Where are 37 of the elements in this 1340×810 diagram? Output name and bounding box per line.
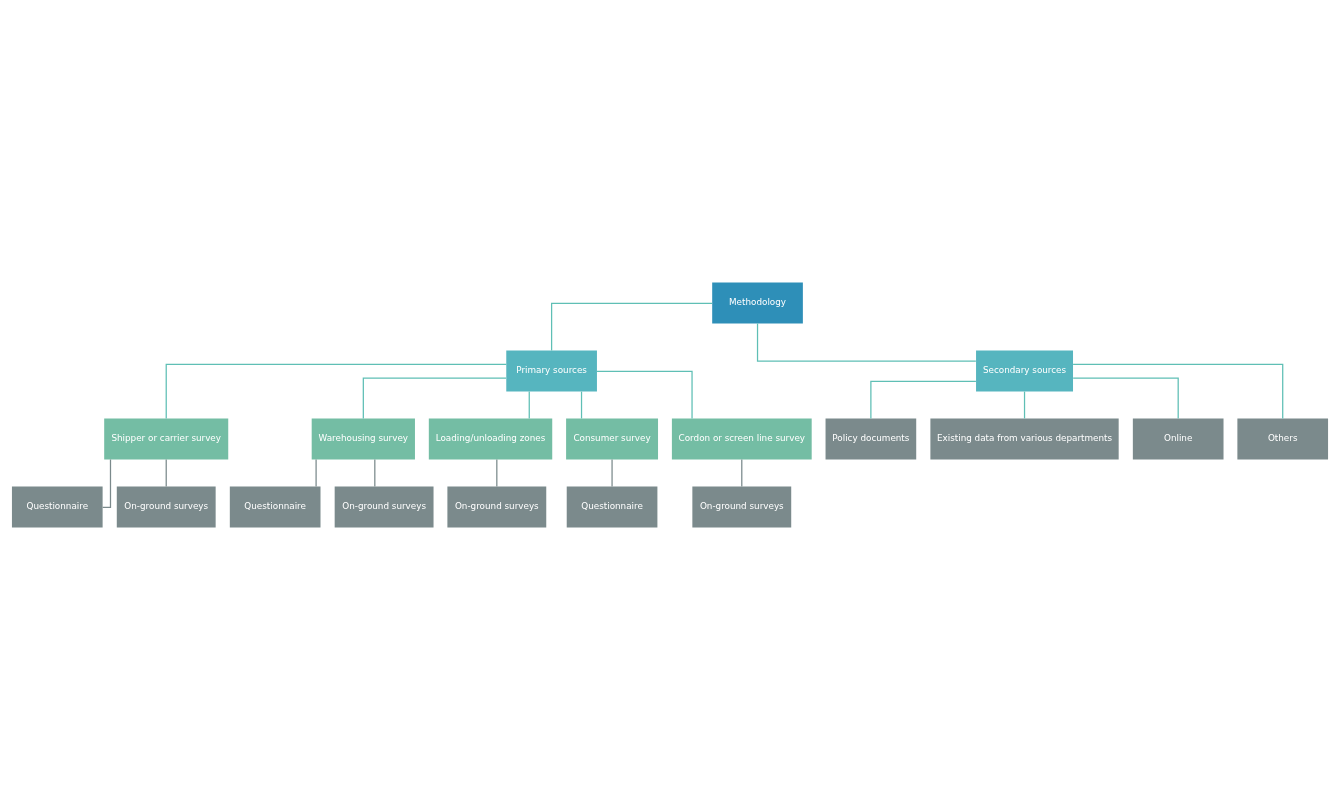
node-box: On-ground surveys — [447, 486, 547, 528]
connector — [741, 458, 743, 488]
connector — [1023, 390, 1026, 420]
connector — [611, 458, 613, 488]
node-box: Primary sources — [506, 350, 597, 392]
node-box: Consumer survey — [566, 418, 659, 460]
connector — [1072, 363, 1284, 420]
connector — [580, 390, 583, 420]
node-box: Questionnaire — [11, 486, 103, 528]
node-box: Questionnaire — [229, 486, 321, 528]
node-box: Existing data from various departments — [930, 418, 1119, 460]
connector — [870, 380, 977, 420]
connector — [165, 458, 167, 488]
connector — [102, 458, 112, 508]
node-box: Policy documents — [825, 418, 917, 460]
node-box: Online — [1132, 418, 1224, 460]
node-box: Others — [1237, 418, 1329, 460]
connector — [362, 377, 507, 420]
connector — [1072, 377, 1179, 420]
connector — [756, 322, 977, 362]
connector — [374, 458, 376, 488]
node-box: Methodology — [712, 282, 803, 324]
connector — [496, 458, 498, 488]
connector — [528, 390, 530, 420]
node-box: On-ground surveys — [116, 486, 216, 528]
connector — [596, 370, 693, 420]
node-box: Warehousing survey — [311, 418, 415, 460]
connector — [551, 302, 713, 352]
node-box: Loading/unloading zones — [428, 418, 553, 460]
connector — [165, 363, 507, 420]
node-box: Questionnaire — [566, 486, 658, 528]
node-box: Shipper or carrier survey — [104, 418, 229, 460]
node-box: On-ground surveys — [692, 486, 792, 528]
node-box: On-ground surveys — [334, 486, 434, 528]
node-box: Cordon or screen line survey — [671, 418, 812, 460]
node-box: Secondary sources — [976, 350, 1073, 392]
connector — [315, 458, 317, 488]
